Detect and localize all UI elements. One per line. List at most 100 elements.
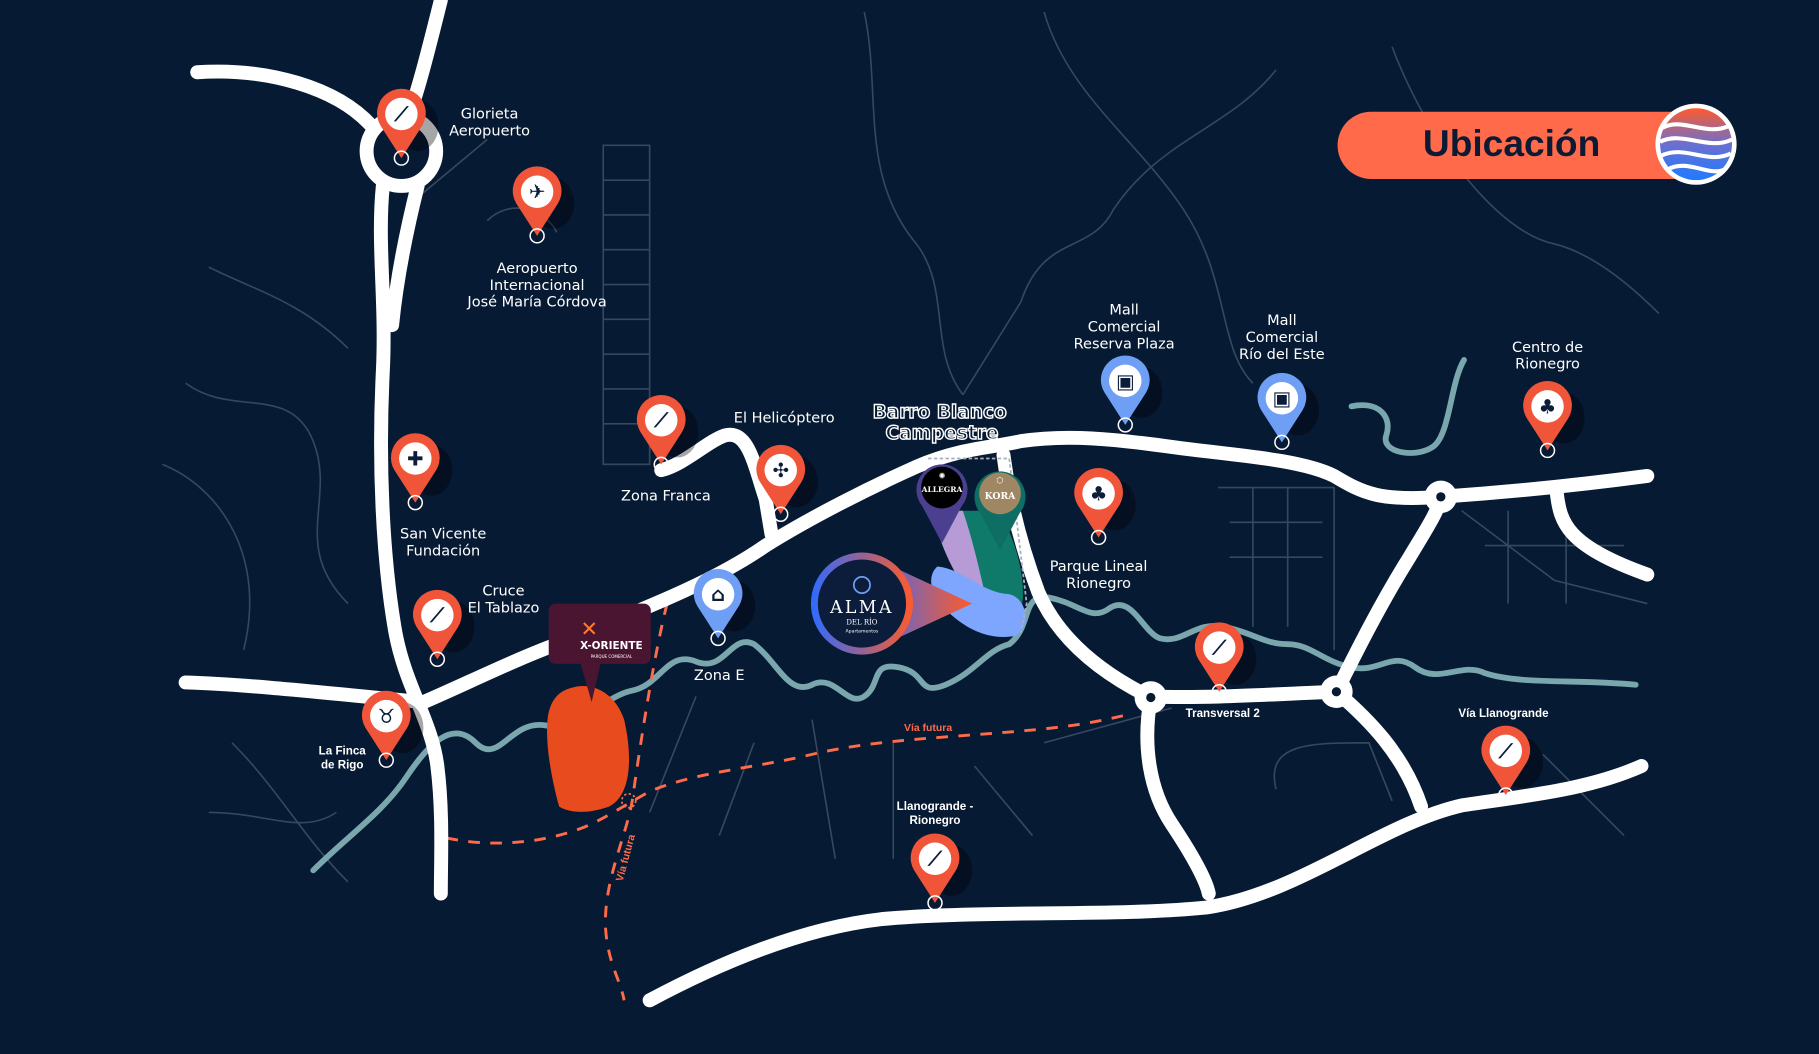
hospital-cross-icon: ✚ [407,448,424,471]
pin-label: Mall [1109,303,1138,319]
pin-label: Zona E [694,668,745,684]
kora-pin[interactable]: ⬡ KORA [974,471,1026,551]
pin-label: Fundación [406,543,480,559]
road-icon: ⟋ [393,103,409,126]
pin-label: La Finca [319,744,367,757]
pin-zona-e[interactable]: ⌂ Zona E [693,568,756,684]
pin-label: Zona Franca [621,488,711,504]
pin-point [1090,529,1107,546]
future-road-label: Vía futura [904,723,952,734]
pin-point [1539,442,1556,459]
pin-zona-franca[interactable]: ⟋ Zona Franca [621,394,711,504]
alma-logo-icon [852,576,871,594]
pin-point [1211,684,1227,700]
pin-label: Glorieta [461,107,519,123]
airplane-icon: ✈ [529,181,546,204]
road-icon: ⟋ [429,604,445,627]
pin-label: Comercial [1246,330,1319,346]
pin-point [529,228,545,244]
pin-point [710,630,726,647]
minor-streets [162,11,1660,883]
road-icon: ⟋ [1498,740,1514,763]
pin-label: El Helicóptero [734,411,835,427]
pin-label: Rionegro [910,814,961,827]
pin-point [1274,434,1290,451]
pin-label: Mall [1267,313,1296,329]
pin-label: José María Córdova [466,295,606,311]
alma-del-rio-marker[interactable]: ALMA DEL RÍO Apartamentos [810,552,973,655]
pin-label: Internacional [490,278,585,294]
pin-label: Comercial [1088,320,1161,336]
pin-label: Rionegro [1515,357,1580,373]
pin-point [407,494,424,511]
pin-point [1498,787,1514,803]
area-label: Barro Blanco Campestre [872,401,1007,444]
helicopter-icon: ✣ [772,459,789,482]
x-oriente-lot [547,685,630,812]
kora-logo-icon: ⬡ [996,475,1003,485]
poi-pins: ⟋GlorietaAeropuerto✈AeropuertoInternacio… [319,88,1585,911]
pin-label: Aeropuerto [497,261,578,277]
allegra-logo-icon: ✺ [939,470,946,480]
pin-label: Aeropuerto [449,123,530,139]
house-icon: ⌂ [711,583,725,606]
x-oriente-project[interactable]: ✕ X-ORIENTE PARQUE COMERCIAL [547,603,651,812]
x-oriente-badge [548,603,651,664]
allegra-pin[interactable]: ✺ ALLEGRA [916,464,968,544]
area-label-line-1: Barro Blanco [873,402,1007,423]
globe-logo-icon [1655,103,1737,185]
road-icon: ⟋ [927,848,943,871]
pin-point [429,651,446,667]
pin-label: Reserva Plaza [1074,336,1175,352]
pin-label: San Vicente [400,527,486,543]
pin-label: Parque Lineal [1050,559,1148,575]
x-oriente-name: X-ORIENTE [580,640,642,652]
page-title: Ubicación [1423,122,1600,164]
shopping-bag-icon: ▣ [1273,387,1292,410]
pin-label: Transversal 2 [1186,707,1260,720]
pin-label: Centro de [1512,340,1583,356]
tree-icon: ♣ [1539,395,1557,418]
tree-icon: ♣ [1090,482,1108,505]
pin-label: Cruce [482,583,524,599]
pin-transversal-2[interactable]: ⟋ Transversal 2 [1186,622,1260,720]
pin-point [773,506,789,522]
pin-llanogrande-rionegro[interactable]: ⟋ Llanogrande -Rionegro [897,800,974,911]
kora-name: KORA [985,491,1017,502]
area-label-line-2: Campestre [886,423,999,444]
pin-label: El Tablazo [468,600,540,616]
pin-label: Río del Este [1239,347,1325,363]
pin-label: Rionegro [1066,576,1131,592]
pin-el-helicoptero[interactable]: ✣ El Helicóptero [734,411,835,522]
title-banner: Ubicación [1337,103,1737,185]
x-oriente-logo-icon: ✕ [581,617,599,641]
pin-label: Vía Llanogrande [1458,707,1549,720]
pin-label: Llanogrande - [897,800,974,813]
pin-point [378,752,395,768]
pin-point [393,150,410,166]
alma-name: ALMA [829,598,894,618]
pin-via-llanogrande[interactable]: ⟋ Vía Llanogrande [1458,707,1549,803]
road-icon: ⟋ [1211,637,1227,660]
pin-point [1117,417,1133,433]
future-road-label-vertical: Vía futura [615,833,638,883]
pin-label: de Rigo [321,758,364,771]
alma-type: Apartamentos [846,629,879,635]
pin-point [927,895,943,911]
x-oriente-sub: PARQUE COMERCIAL [591,654,633,659]
cow-icon: ♉ [377,705,395,728]
alma-sub: DEL RÍO [846,617,877,626]
road-icon: ⟋ [653,409,669,432]
allegra-name: ALLEGRA [921,485,963,494]
